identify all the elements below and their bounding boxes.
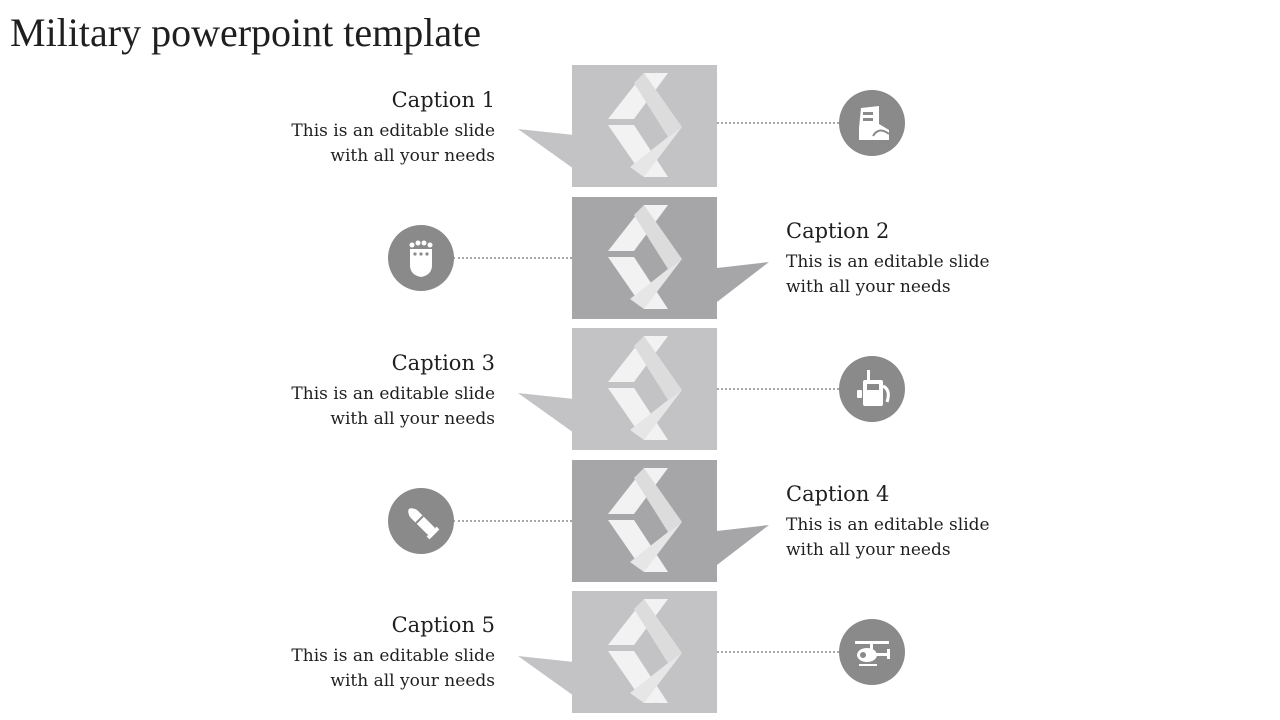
chevron-icon: [608, 468, 682, 572]
caption-block-5: Caption 5 This is an editable slide with…: [255, 611, 495, 694]
glove-icon: [409, 240, 433, 277]
caption-block-2: Caption 2 This is an editable slide with…: [786, 217, 1026, 300]
step-box-1: [572, 65, 717, 187]
caption-desc-5: This is an editable slide with all your …: [291, 646, 495, 691]
caption-title-3: Caption 3: [391, 351, 495, 375]
callout-pointer-1: [518, 129, 574, 169]
boot-icon: [859, 106, 890, 140]
step-icon-circle-2: [388, 225, 454, 291]
caption-title-4: Caption 4: [786, 482, 890, 506]
connector-line-2: [453, 257, 572, 259]
step-box-5: [572, 591, 717, 713]
connector-line-4: [453, 520, 572, 522]
chevron-icon: [608, 336, 682, 440]
step-icon-circle-1: [839, 90, 905, 156]
caption-desc-3: This is an editable slide with all your …: [291, 384, 495, 429]
bullet-icon: [408, 508, 440, 540]
caption-title-2: Caption 2: [786, 219, 890, 243]
caption-desc-4: This is an editable slide with all your …: [786, 515, 990, 560]
step-box-3: [572, 328, 717, 450]
slide-title: Military powerpoint template: [10, 10, 481, 55]
caption-title-5: Caption 5: [391, 613, 495, 637]
connector-line-3: [717, 388, 839, 390]
connector-line-5: [717, 651, 839, 653]
chevron-icon: [608, 205, 682, 309]
step-icon-circle-5: [839, 619, 905, 685]
caption-desc-2: This is an editable slide with all your …: [786, 252, 990, 297]
callout-pointer-2: [717, 262, 769, 302]
callout-pointer-3: [518, 393, 574, 433]
caption-block-3: Caption 3 This is an editable slide with…: [255, 349, 495, 432]
connector-line-1: [717, 122, 839, 124]
callout-pointer-4: [717, 525, 769, 565]
chevron-icon: [608, 599, 682, 703]
step-icon-circle-3: [839, 356, 905, 422]
chevron-icon: [608, 73, 682, 177]
radio-icon: [857, 370, 890, 406]
caption-block-1: Caption 1 This is an editable slide with…: [255, 86, 495, 169]
step-icon-circle-4: [388, 488, 454, 554]
caption-desc-1: This is an editable slide with all your …: [291, 121, 495, 166]
callout-pointer-5: [518, 656, 574, 696]
helicopter-icon: [855, 641, 890, 666]
caption-block-4: Caption 4 This is an editable slide with…: [786, 480, 1026, 563]
step-box-4: [572, 460, 717, 582]
step-box-2: [572, 197, 717, 319]
caption-title-1: Caption 1: [391, 88, 495, 112]
